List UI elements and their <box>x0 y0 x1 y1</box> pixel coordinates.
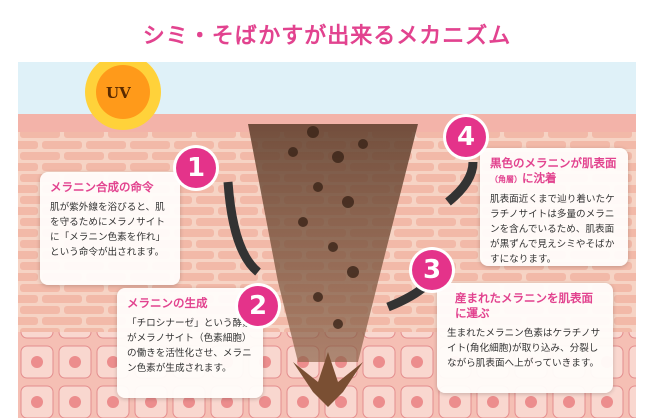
step-1-box: メラニン合成の命令 肌が紫外線を浴びると、肌を守るためにメラノサイトに「メラニン… <box>40 172 180 285</box>
step-3-number: 3 <box>412 250 452 290</box>
step-2-heading: メラニンの生成 <box>127 296 208 310</box>
step-3-heading: 産まれたメラニンを肌表面に運ぶ <box>455 291 593 320</box>
step-4-body: 肌表面近くまで辿り着いたケラチノサイトは多量のメラニンを含んでいるため、肌表面が… <box>490 194 615 265</box>
step-1-body: 肌が紫外線を浴びると、肌を守るためにメラノサイトに「メラニン色素を作れ」という命… <box>50 202 166 258</box>
melanin-granules <box>288 126 368 329</box>
step-4-number: 4 <box>446 117 486 157</box>
step-4-heading: 黒色のメラニンが肌表面（角層）に沈着 <box>490 156 617 185</box>
step-2-box: メラニンの生成 「チロシナーゼ」という酵素がメラノサイト（色素細胞）の働きを活性… <box>117 288 263 398</box>
arrow-1 <box>223 181 262 276</box>
arrow-4 <box>445 161 478 206</box>
melanocyte <box>293 352 363 407</box>
step-1-heading: メラニン合成の命令 <box>50 180 154 194</box>
step-1-number: 1 <box>176 148 216 188</box>
step-2-body: 「チロシナーゼ」という酵素がメラノサイト（色素細胞）の働きを活性化させ、メラニン… <box>127 318 252 374</box>
page-title: シミ・そばかすが出来るメカニズム <box>142 24 512 49</box>
step-3-box: 産まれたメラニンを肌表面に運ぶ 生まれたメラニン色素はケラチノサイト(角化細胞)… <box>437 283 613 393</box>
step-3-body: 生まれたメラニン色素はケラチノサイト(角化細胞)が取り込み、分裂しながら肌表面へ… <box>447 328 601 369</box>
step-4-box: 黒色のメラニンが肌表面（角層）に沈着 肌表面近くまで辿り着いたケラチノサイトは多… <box>480 148 628 266</box>
step-2-number: 2 <box>238 286 278 326</box>
sun-icon <box>85 62 161 130</box>
uv-label: UV <box>106 84 131 102</box>
